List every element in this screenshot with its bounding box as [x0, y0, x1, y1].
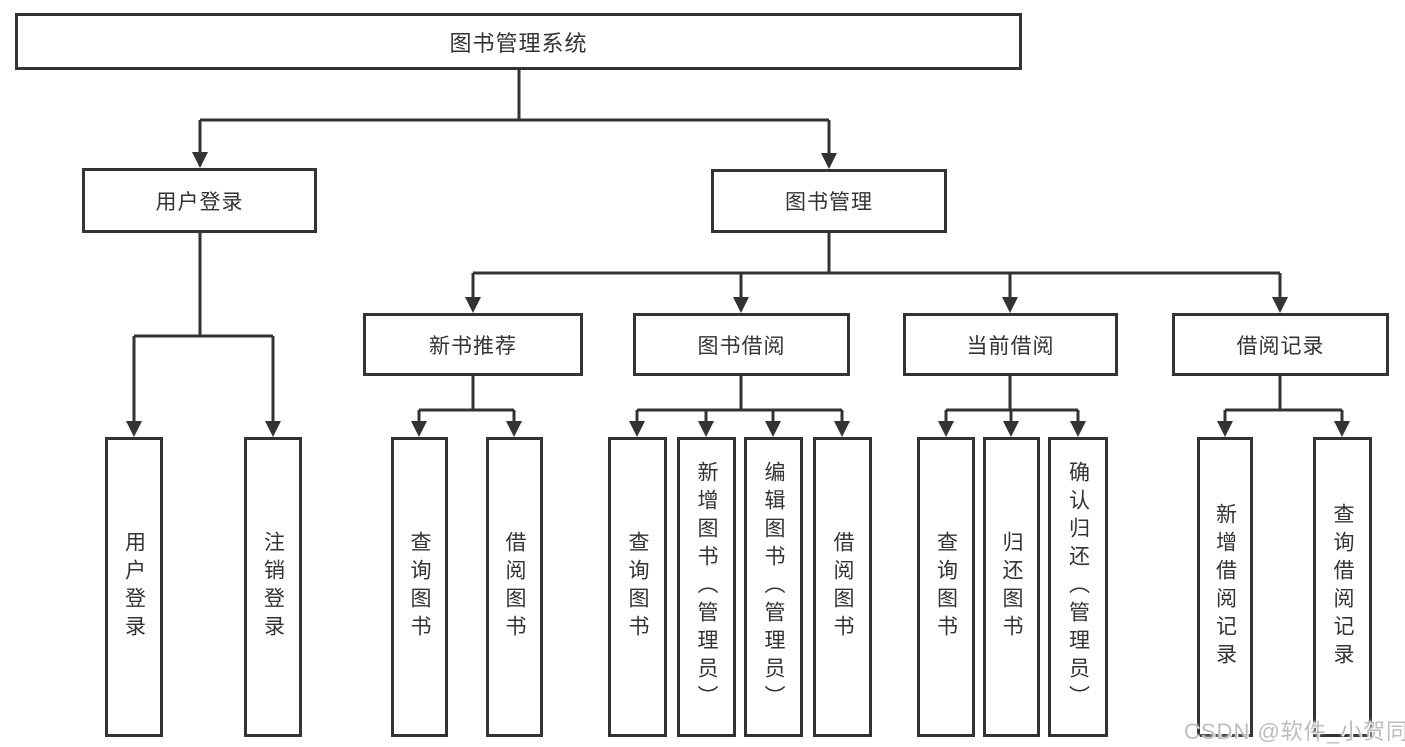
leaf-query-book-2: 查询图书 — [608, 437, 667, 737]
node-current-borrow: 当前借阅 — [903, 313, 1118, 376]
leaf-label: 用户登录 — [122, 531, 146, 643]
leaf-label: 新增图书（管理员） — [695, 461, 718, 713]
leaf-label: 归还图书 — [1000, 531, 1023, 643]
leaf-add-book-admin: 新增图书（管理员） — [677, 437, 736, 737]
node-book-management: 图书管理 — [711, 169, 947, 233]
node-book-borrow: 图书借阅 — [633, 313, 850, 376]
node-borrow-records: 借阅记录 — [1172, 313, 1389, 376]
node-root-library-system: 图书管理系统 — [15, 13, 1022, 70]
leaf-query-book-3: 查询图书 — [917, 437, 975, 737]
leaf-borrow-book-2: 借阅图书 — [813, 437, 872, 737]
leaf-query-borrow-record: 查询借阅记录 — [1313, 437, 1372, 737]
csdn-watermark: CSDN @软件_小贺同学 — [1184, 719, 1405, 744]
leaf-query-book-1: 查询图书 — [391, 437, 448, 737]
node-user-login: 用户登录 — [82, 168, 317, 233]
leaf-label: 注销登录 — [261, 531, 285, 643]
leaf-label: 查询借阅记录 — [1331, 503, 1354, 671]
leaf-confirm-return-admin: 确认归还（管理员） — [1048, 437, 1108, 737]
leaf-return-book: 归还图书 — [983, 437, 1040, 737]
leaf-label: 查询图书 — [626, 531, 649, 643]
leaf-logout: 注销登录 — [244, 437, 302, 737]
leaf-label: 查询图书 — [408, 531, 431, 643]
leaf-user-login: 用户登录 — [105, 437, 163, 737]
leaf-label: 确认归还（管理员） — [1066, 461, 1090, 713]
leaf-label: 编辑图书（管理员） — [762, 461, 785, 713]
leaf-label: 新增借阅记录 — [1213, 503, 1237, 671]
leaf-label: 借阅图书 — [503, 531, 526, 643]
node-new-book-recommend: 新书推荐 — [363, 313, 583, 376]
leaf-edit-book-admin: 编辑图书（管理员） — [744, 437, 803, 737]
leaf-add-borrow-record: 新增借阅记录 — [1197, 437, 1253, 737]
leaf-borrow-book-1: 借阅图书 — [486, 437, 543, 737]
leaf-label: 借阅图书 — [831, 531, 854, 643]
leaf-label: 查询图书 — [934, 531, 958, 643]
